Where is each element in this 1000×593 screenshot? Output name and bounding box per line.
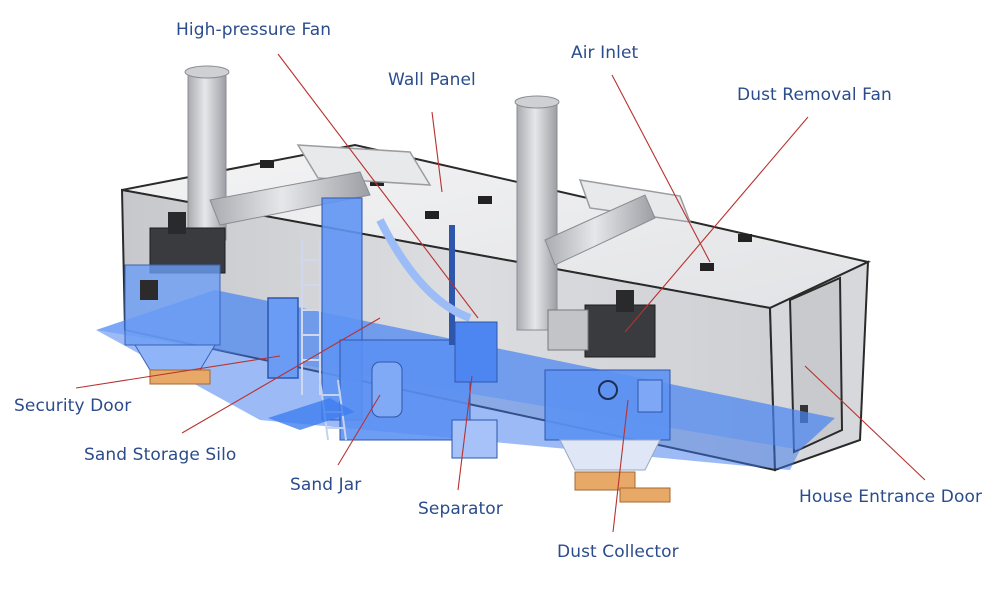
label-dust-removal-fan: Dust Removal Fan [737, 85, 892, 105]
wall-panel [296, 144, 432, 186]
separator [454, 321, 498, 383]
label-wall-panel: Wall Panel [388, 70, 476, 90]
right-duct-run [544, 194, 656, 266]
label-sand-storage-silo: Sand Storage Silo [84, 445, 237, 465]
label-separator: Separator [418, 499, 503, 519]
label-high-pressure-fan: High-pressure Fan [176, 20, 332, 40]
leader-lines [75, 53, 926, 533]
dust-removal-housing [547, 309, 589, 351]
access-ladder [301, 240, 321, 395]
separator-base [451, 419, 498, 459]
right-hoppers [559, 439, 661, 471]
separator-pipe [376, 218, 472, 322]
right-pallet-2 [619, 487, 671, 503]
left-duct-run [209, 171, 371, 226]
sand-jar-cabinet [339, 339, 471, 441]
right-pallet [574, 471, 636, 491]
label-house-entrance-door: House Entrance Door [799, 487, 983, 507]
label-air-inlet: Air Inlet [571, 43, 639, 63]
security-door [267, 297, 299, 379]
sand-jar [371, 361, 403, 418]
label-security-door: Security Door [14, 396, 132, 416]
left-floor-patch [268, 398, 355, 430]
sand-storage-silo-box [124, 264, 221, 346]
dust-removal-fan-unit [584, 304, 656, 358]
label-sand-jar: Sand Jar [290, 475, 362, 495]
label-dust-collector: Dust Collector [557, 542, 679, 562]
right-exhaust-stack [516, 99, 558, 331]
